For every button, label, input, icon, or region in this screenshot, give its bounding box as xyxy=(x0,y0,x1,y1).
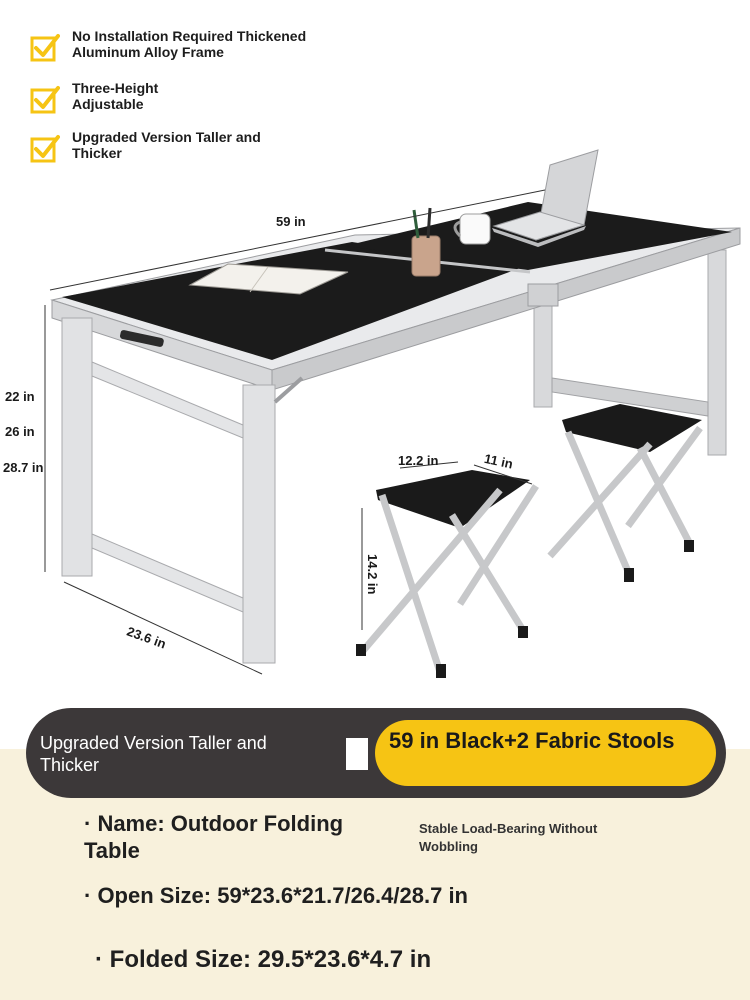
height-high-label: 28.7 in xyxy=(3,460,44,475)
banner-left-text: Upgraded Version Taller and Thicker xyxy=(40,733,267,775)
stool-width-label: 12.2 in xyxy=(398,453,439,468)
height-mid-label: 26 in xyxy=(5,424,35,439)
feature-item-upgraded: Upgraded Version Taller and Thicker xyxy=(30,129,272,163)
stool-depth-label: 11 in xyxy=(483,451,514,472)
table-and-stools-drawing: 59 in 22 in 26 in 28.7 in 23.6 in 12.2 i… xyxy=(3,149,741,678)
variant-option-text: 59 in Black+2 Fabric Stools xyxy=(389,728,675,753)
stool-height-label: 14.2 in xyxy=(365,554,380,595)
tabletop xyxy=(50,202,741,391)
length-label: 59 in xyxy=(276,214,306,229)
pen-cup-icon xyxy=(411,207,441,277)
height-low-label: 22 in xyxy=(5,389,35,404)
dimension-lines xyxy=(44,189,546,675)
feature-text: Three-Height Adjustable xyxy=(72,80,159,112)
stool-back xyxy=(547,404,703,582)
feature-text: No Installation Required Thickened Alumi… xyxy=(72,28,307,60)
mug-icon xyxy=(453,213,491,245)
spec-folded-size: · Folded Size: 29.5*23.6*4.7 in xyxy=(95,946,432,973)
variant-option-pill[interactable]: 59 in Black+2 Fabric Stools xyxy=(375,720,716,786)
stool-front xyxy=(356,470,539,678)
check-icon xyxy=(30,32,60,62)
check-icon xyxy=(30,133,60,163)
check-icon xyxy=(30,84,60,114)
laptop-icon xyxy=(492,149,599,247)
feature-text: Upgraded Version Taller and Thicker xyxy=(72,129,261,161)
open-book-icon xyxy=(188,263,349,295)
spec-open-size: · Open Size: 59*23.6*21.7/26.4/28.7 in xyxy=(84,883,468,908)
spec-name: · Name: Outdoor Folding Table xyxy=(84,811,344,863)
banner-divider xyxy=(346,738,368,770)
product-illustration: 59 in 22 in 26 in 28.7 in 23.6 in 12.2 i… xyxy=(0,140,750,700)
spec-side-note: Stable Load-Bearing Without Wobbling xyxy=(419,821,598,854)
variant-banner: Upgraded Version Taller and Thicker 59 i… xyxy=(26,708,726,798)
feature-item-frame: No Installation Required Thickened Alumi… xyxy=(30,28,322,62)
table-back-legs xyxy=(533,249,727,456)
feature-item-height: Three-Height Adjustable xyxy=(30,80,182,114)
table-front-legs xyxy=(61,283,559,664)
